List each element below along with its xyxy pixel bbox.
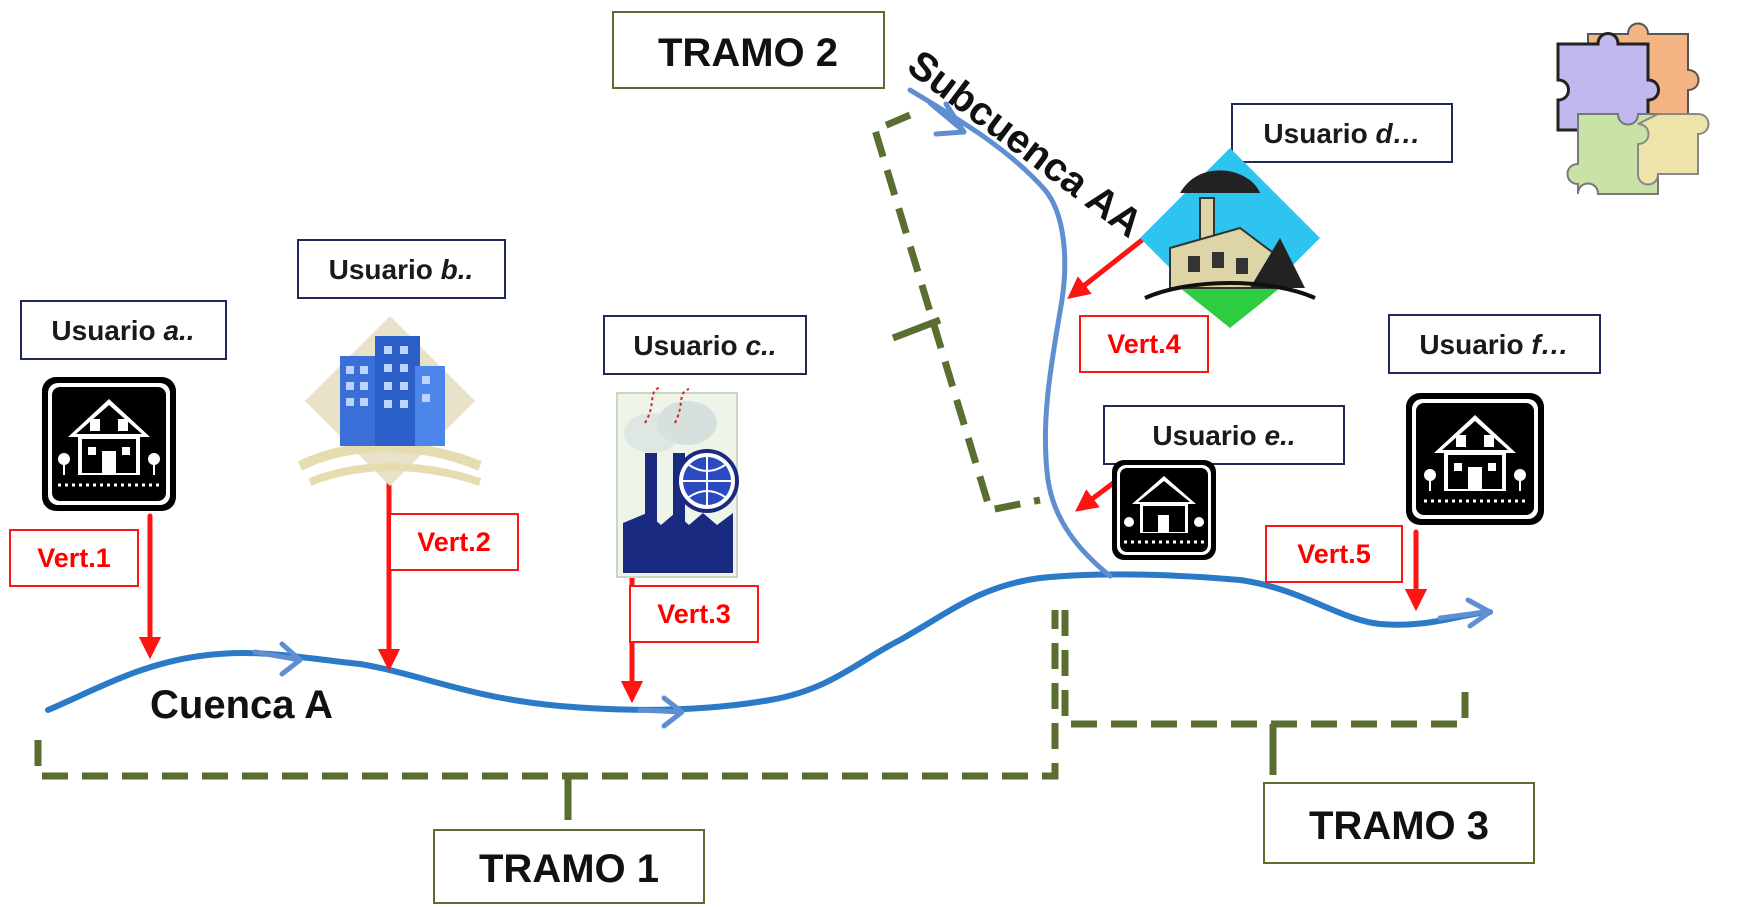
user-b-label-box: Usuario b.. <box>297 239 506 299</box>
vert1-label-box: Vert.1 <box>9 529 139 587</box>
user-d-prefix: Usuario <box>1263 118 1375 149</box>
tramo3-bracket <box>1061 610 1469 728</box>
tramo2-stem <box>891 316 942 342</box>
sub-river-label: Subcuenca AA <box>900 42 1151 246</box>
vert1-label: Vert.1 <box>37 543 111 573</box>
svg-text:Usuario e..: Usuario e.. <box>1152 420 1295 451</box>
flow-arrow <box>927 100 967 137</box>
vert4-arrow <box>1067 237 1145 299</box>
tramo-brackets <box>34 111 1469 820</box>
tramo3-label: TRAMO 3 <box>1309 804 1489 848</box>
vert2-label-box: Vert.2 <box>389 513 519 571</box>
user-d-suffix: d… <box>1375 118 1420 149</box>
flow-arrow <box>637 695 685 729</box>
vert3-label: Vert.3 <box>657 599 731 629</box>
house-icon <box>1112 460 1216 560</box>
house-icon <box>1406 393 1544 525</box>
user-b-prefix: Usuario <box>329 254 441 285</box>
vert5-label-box: Vert.5 <box>1265 525 1403 583</box>
tramo1-bracket <box>34 610 1059 780</box>
svg-text:Usuario c..: Usuario c.. <box>633 330 776 361</box>
user-a-suffix: a.. <box>163 315 194 346</box>
flow-arrow <box>252 641 303 677</box>
factory-diamond-icon <box>1140 148 1320 328</box>
puzzle-pieces-icon <box>1556 22 1710 195</box>
tramo2-label: TRAMO 2 <box>658 31 838 75</box>
user-c-label-box: Usuario c.. <box>603 315 807 375</box>
tramo1-label-box: TRAMO 1 <box>433 829 705 904</box>
svg-text:Usuario a..: Usuario a.. <box>51 315 194 346</box>
user-e-label-box: Usuario e.. <box>1103 405 1345 465</box>
vert3-label-box: Vert.3 <box>629 585 759 643</box>
user-b-suffix: b.. <box>441 254 474 285</box>
user-a-prefix: Usuario <box>51 315 163 346</box>
user-f-label-box: Usuario f… <box>1388 314 1601 374</box>
user-c-suffix: c.. <box>745 330 776 361</box>
tramo3-label-box: TRAMO 3 <box>1263 782 1535 864</box>
tramo2-bracket <box>870 111 1041 515</box>
vert2-label: Vert.2 <box>417 527 491 557</box>
user-e-suffix: e.. <box>1264 420 1295 451</box>
vert4-label-box: Vert.4 <box>1079 315 1209 373</box>
svg-text:Usuario f…: Usuario f… <box>1419 329 1568 360</box>
flow-arrow <box>1437 597 1493 629</box>
factory-globe-icon <box>616 386 739 578</box>
user-e-prefix: Usuario <box>1152 420 1264 451</box>
user-a-label-box: Usuario a.. <box>20 300 227 360</box>
tramo2-label-box: TRAMO 2 <box>612 11 885 89</box>
vert4-label: Vert.4 <box>1107 329 1181 359</box>
sub-river <box>907 87 1113 579</box>
user-f-prefix: Usuario <box>1419 329 1531 360</box>
tramo1-label: TRAMO 1 <box>479 847 659 891</box>
main-river-label: Cuenca A <box>150 683 333 727</box>
user-d-label-box: Usuario d… <box>1231 103 1453 163</box>
user-c-prefix: Usuario <box>633 330 745 361</box>
rivers <box>45 87 1493 729</box>
user-f-suffix: f… <box>1531 329 1568 360</box>
office-building-icon <box>297 316 482 486</box>
svg-text:Usuario d…: Usuario d… <box>1263 118 1420 149</box>
svg-text:Usuario b..: Usuario b.. <box>329 254 474 285</box>
vert5-label: Vert.5 <box>1297 539 1371 569</box>
house-icon <box>42 377 176 511</box>
